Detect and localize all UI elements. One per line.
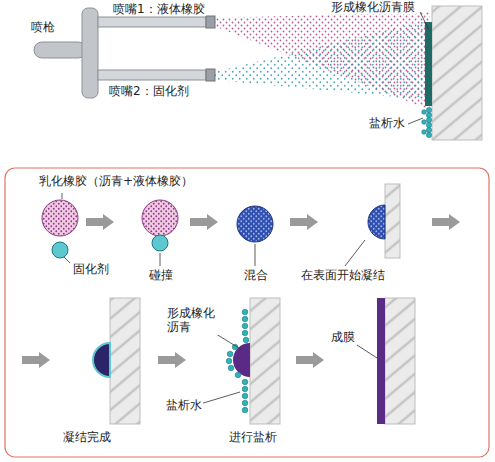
salting-water-drop: [242, 309, 248, 315]
process-panel: [5, 168, 489, 457]
leader-line: [160, 253, 161, 266]
label: 固化剂: [72, 262, 110, 276]
label: 进行盐析: [228, 430, 278, 444]
salting-water-drop: [227, 351, 233, 357]
nozzle-tube: [98, 70, 206, 80]
curing-agent-drop: [52, 242, 68, 258]
label: 喷枪: [30, 20, 56, 34]
leader-line: [408, 118, 423, 124]
wall: [385, 298, 415, 424]
condensed-drop: [93, 343, 110, 377]
label: 形成橡化沥青膜: [330, 0, 416, 14]
step-arrow: [190, 214, 218, 230]
salting-water-drop: [426, 132, 431, 137]
label: 凝结完成: [62, 430, 112, 444]
leader-line: [200, 392, 240, 404]
step-arrow: [158, 352, 186, 368]
salting-water-drop: [426, 127, 431, 132]
step-arrow: [296, 352, 324, 368]
label: 喷嘴2：固化剂: [108, 84, 190, 98]
nozzle-tube: [98, 17, 206, 27]
salting-water-drop: [426, 107, 431, 112]
salting-water-drop: [242, 330, 248, 336]
salting-water-drop: [228, 365, 234, 371]
label: 喷嘴1：液体橡胶: [112, 2, 206, 16]
wall: [432, 6, 482, 140]
salting-water-drop: [242, 379, 248, 385]
leader-line: [64, 257, 70, 263]
wall: [250, 298, 280, 424]
salting-water-drop: [242, 393, 248, 399]
salting-water-drop: [243, 337, 249, 343]
spray-rubber: [214, 12, 430, 110]
label: 碰撞: [148, 268, 174, 282]
curing-agent-drop: [152, 235, 168, 251]
gun-stem: [34, 42, 86, 58]
emulsified-rubber-drop: [42, 200, 78, 236]
film: [377, 298, 385, 424]
label: 盐析水: [165, 398, 203, 412]
salting-water-drop: [422, 120, 427, 125]
condensing-drop: [368, 205, 385, 239]
salting-water-drop: [426, 122, 431, 127]
emulsified-rubber-drop: [142, 200, 178, 236]
wall: [385, 184, 400, 258]
label: 在表面开始凝结: [300, 268, 386, 282]
salting-water-drop: [235, 372, 241, 378]
label: 混合: [243, 268, 269, 282]
salting-water-drop: [242, 323, 248, 329]
step-arrow: [22, 352, 50, 368]
salting-water-drop: [422, 110, 427, 115]
salting-water-drop: [242, 316, 248, 322]
label: 形成橡化 沥青: [166, 306, 220, 335]
step-arrow: [86, 214, 114, 230]
gun-body: [82, 8, 98, 98]
label: 盐析水: [368, 116, 406, 130]
leader-line: [62, 193, 63, 199]
salting-water-drop: [226, 358, 232, 364]
leader-line: [357, 345, 377, 358]
salting-water-drop: [242, 386, 248, 392]
rubber-asphalt-film: [425, 22, 432, 106]
mixed-drop: [237, 206, 273, 242]
rubber-asphalt-bump: [233, 343, 250, 377]
wall: [110, 298, 140, 424]
salting-water-drop: [426, 112, 431, 117]
salting-water-drop: [242, 407, 248, 413]
salting-water-drop: [422, 130, 427, 135]
leader-line: [255, 244, 256, 266]
nozzle-tip: [206, 69, 215, 81]
label: 成膜: [330, 330, 356, 344]
label: 乳化橡胶（沥青+液体橡胶）: [38, 174, 194, 188]
leader-line: [345, 240, 365, 266]
step-arrow: [290, 214, 318, 230]
step-arrow: [432, 214, 460, 230]
leader-line: [420, 12, 429, 30]
salting-water-drop: [242, 400, 248, 406]
spray-curing-agent: [214, 20, 430, 100]
salting-water-drop: [426, 117, 431, 122]
nozzle-tip: [206, 16, 215, 28]
